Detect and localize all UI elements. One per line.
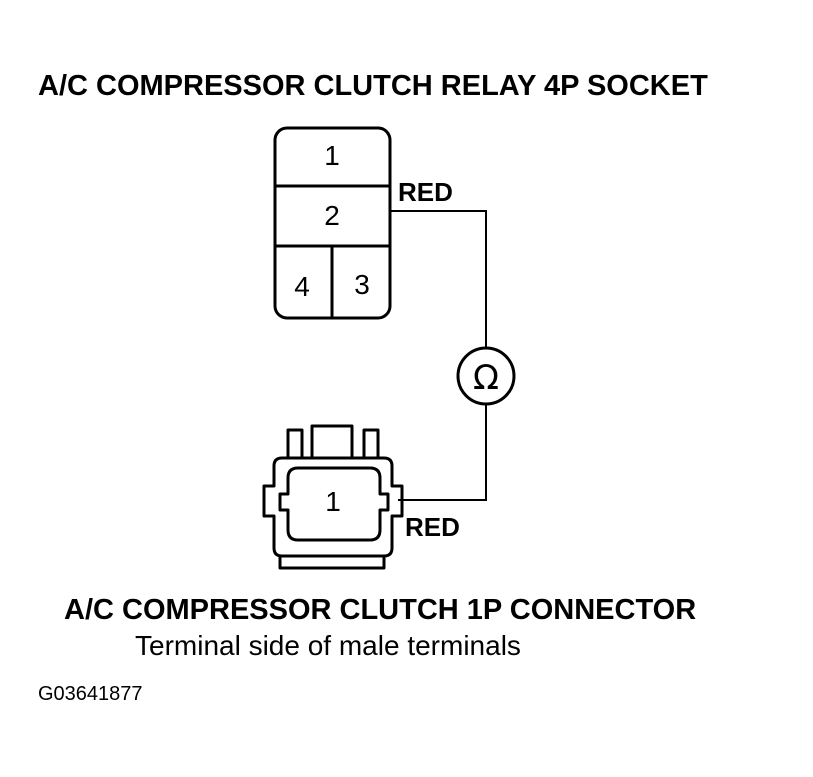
connector-cavity xyxy=(278,466,390,542)
figure-id: G03641877 xyxy=(38,683,143,705)
connector-wire-label: RED xyxy=(405,512,460,542)
connector-title: A/C COMPRESSOR CLUTCH 1P CONNECTOR xyxy=(64,594,697,626)
connector-1p xyxy=(262,424,404,570)
connector-wire xyxy=(398,404,487,501)
ohmmeter-icon: Ω xyxy=(456,346,516,406)
relay-pin-1: 1 xyxy=(324,140,340,171)
relay-socket xyxy=(273,126,392,320)
connector-subtitle: Terminal side of male terminals xyxy=(135,630,521,661)
connector-latch-tab xyxy=(286,428,304,458)
connector-pin-1: 1 xyxy=(325,486,341,517)
relay-pin-2: 2 xyxy=(324,200,340,231)
connector-base xyxy=(278,554,386,570)
ohm-symbol: Ω xyxy=(473,358,499,398)
relay-wire-label: RED xyxy=(398,177,453,207)
relay-socket-title: A/C COMPRESSOR CLUTCH RELAY 4P SOCKET xyxy=(38,70,708,102)
connector-latch-tab xyxy=(362,428,380,458)
relay-pin-3: 3 xyxy=(354,269,370,300)
connector-latch-tab xyxy=(310,424,354,458)
relay-wire xyxy=(390,210,487,348)
relay-pin-4: 4 xyxy=(294,271,310,302)
